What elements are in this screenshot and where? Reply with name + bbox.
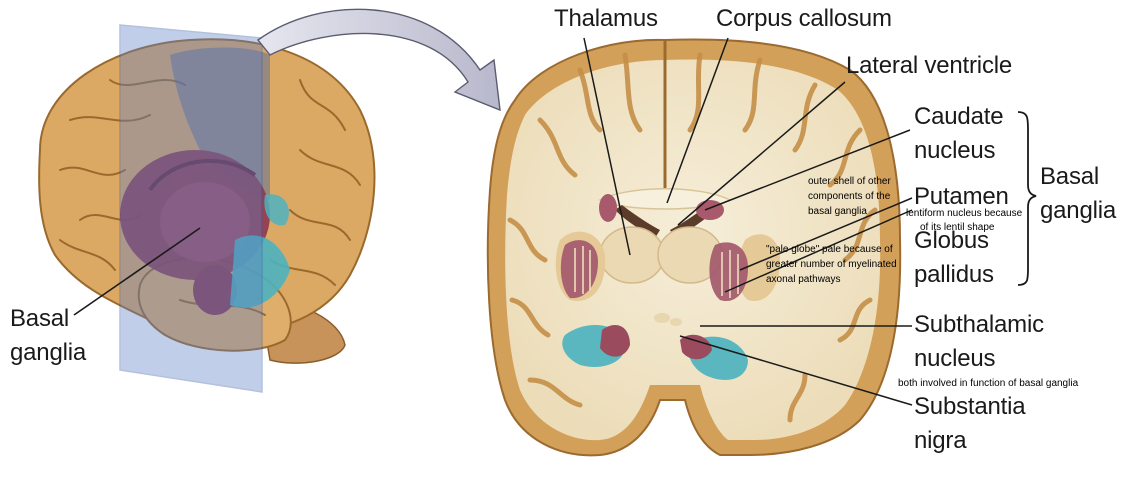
- basal-ganglia-bracket: [1017, 111, 1037, 286]
- label-basal-left-1: Basal: [10, 305, 70, 332]
- label-subthalamic-1: Subthalamic: [914, 311, 1044, 338]
- label-lateral-ventricle: Lateral ventricle: [846, 52, 1013, 79]
- note-globus-2: greater number of myelinated: [766, 259, 897, 270]
- coronal-section: [486, 38, 902, 457]
- note-globus-1: "pale globe" pale because of: [766, 244, 893, 255]
- note-putamen-2: of its lentil shape: [920, 222, 995, 233]
- label-substantia-2: nigra: [914, 427, 967, 454]
- label-caudate-1: Caudate: [914, 103, 1004, 130]
- label-subthalamic-2: nucleus: [914, 345, 996, 372]
- label-basal-left-2: ganglia: [10, 339, 87, 366]
- note-caudate-1: outer shell of other: [808, 176, 891, 187]
- label-globus-1: Globus: [914, 227, 989, 254]
- label-caudate-2: nucleus: [914, 137, 996, 164]
- label-putamen: Putamen: [914, 183, 1009, 210]
- label-substantia-1: Substantia: [914, 393, 1026, 420]
- note-putamen-1: lentiform nucleus because: [906, 208, 1023, 219]
- note-subthalamic-substantia: both involved in function of basal gangl…: [898, 378, 1079, 389]
- label-corpus-callosum: Corpus callosum: [716, 5, 892, 32]
- note-globus-3: axonal pathways: [766, 274, 841, 285]
- transition-arrow: [256, 8, 501, 112]
- note-caudate-2: components of the: [808, 191, 891, 202]
- label-basal-right-2: ganglia: [1040, 197, 1117, 224]
- whole-brain: [38, 24, 376, 393]
- label-basal-right-1: Basal: [1040, 163, 1100, 190]
- label-globus-2: pallidus: [914, 261, 994, 288]
- leader-lines: [583, 37, 913, 406]
- label-thalamus: Thalamus: [554, 5, 658, 32]
- note-caudate-3: basal ganglia: [808, 206, 867, 217]
